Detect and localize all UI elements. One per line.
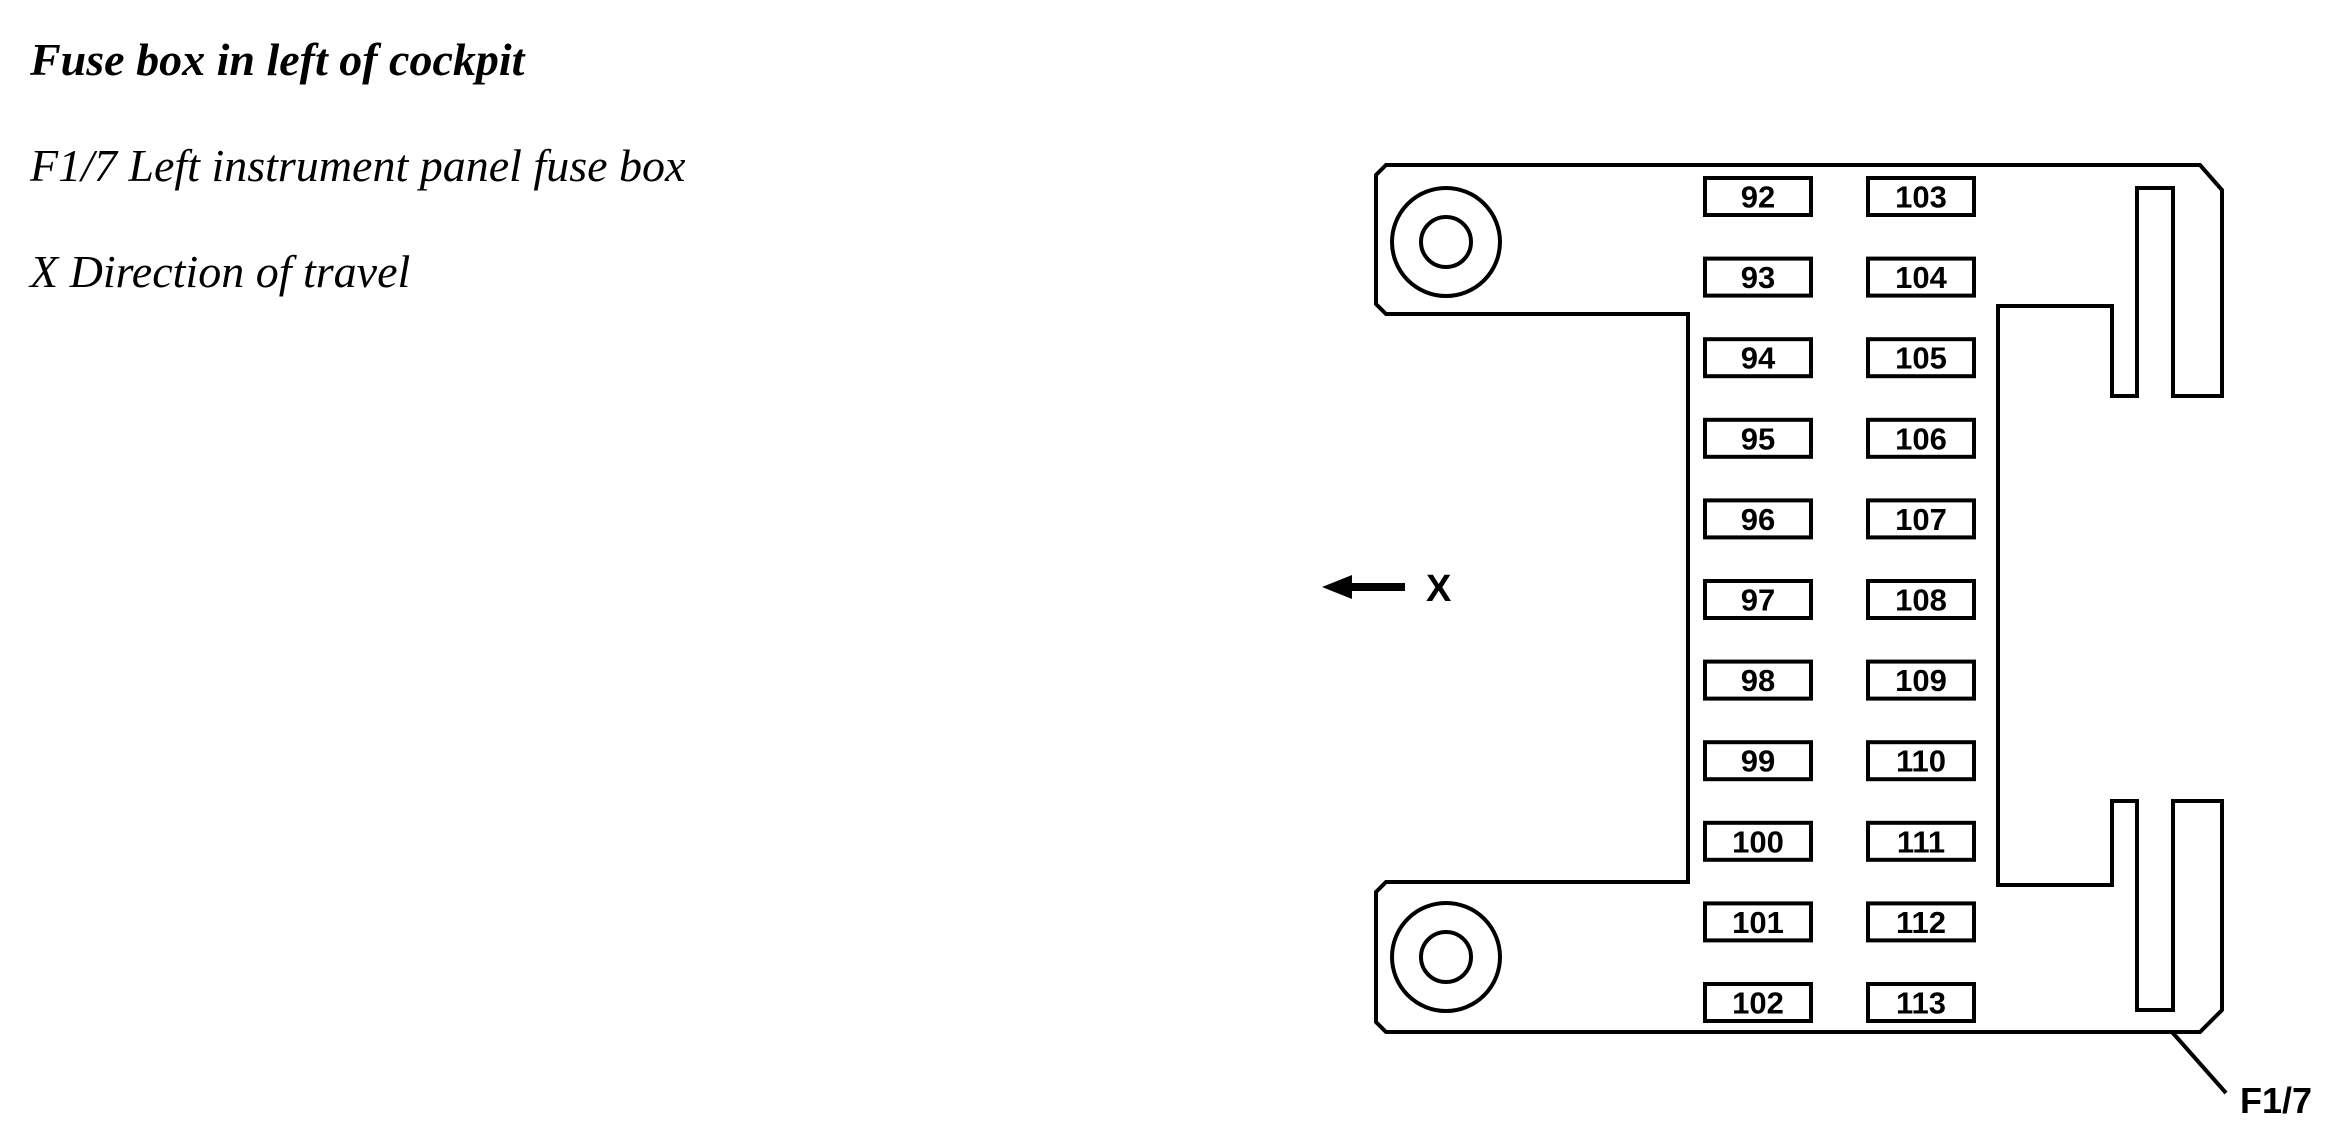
fuse-slot-102: 102 xyxy=(1703,982,1813,1023)
fuse-slot-108: 108 xyxy=(1866,579,1976,620)
fuse-number: 100 xyxy=(1732,824,1784,859)
fuse-slot-box xyxy=(1703,337,1813,379)
fuse-slot-box xyxy=(1866,659,1976,701)
fuse-slot-box xyxy=(1866,256,1976,298)
fuse-slot-box xyxy=(1703,498,1813,540)
fuse-slot-box xyxy=(1866,579,1976,620)
fuse-number: 112 xyxy=(1896,905,1946,940)
fuse-number: 109 xyxy=(1895,663,1947,698)
mounting-hole-bottom xyxy=(1390,901,1502,1013)
fuse-slot-box xyxy=(1703,176,1813,217)
fuse-slot-109: 109 xyxy=(1866,659,1976,701)
fuse-slot-box xyxy=(1703,901,1813,943)
fuse-slot-104: 104 xyxy=(1866,256,1976,298)
fuse-number: 97 xyxy=(1741,583,1775,618)
fuse-number: 98 xyxy=(1741,663,1775,698)
fuse-number: 108 xyxy=(1895,583,1947,618)
fuse-box-outline xyxy=(1374,163,2224,1034)
fuse-slot-106: 106 xyxy=(1866,417,1976,459)
fuse-slot-99: 99 xyxy=(1703,740,1813,782)
fuse-number: 110 xyxy=(1896,744,1946,779)
page-title: Fuse box in left of cockpit xyxy=(30,34,525,85)
fuse-slot-box xyxy=(1866,176,1976,217)
fuse-slot-box xyxy=(1866,740,1976,782)
fuse-number: 105 xyxy=(1895,341,1947,376)
fuse-slot-box xyxy=(1703,740,1813,782)
fuse-number: 94 xyxy=(1741,341,1776,376)
fuse-number: 103 xyxy=(1895,180,1947,215)
fuse-slot-box xyxy=(1703,982,1813,1023)
component-label: F1/7 xyxy=(2240,1080,2312,1121)
fuse-slot-107: 107 xyxy=(1866,498,1976,540)
direction-arrow-icon xyxy=(1322,575,1405,599)
fuse-number: 107 xyxy=(1895,502,1947,537)
fuse-slot-94: 94 xyxy=(1703,337,1813,379)
mounting-hole-top xyxy=(1390,186,1502,298)
fuse-slot-97: 97 xyxy=(1703,579,1813,620)
fuse-slot-box xyxy=(1703,579,1813,620)
fuse-slot-93: 93 xyxy=(1703,256,1813,298)
fuse-slot-box xyxy=(1866,417,1976,459)
legend-item-x: X Direction of travel xyxy=(30,246,411,297)
text-block: Fuse box in left of cockpit F1/7 Left in… xyxy=(30,28,1030,346)
fuse-slot-box xyxy=(1703,256,1813,298)
component-leader-line xyxy=(2170,1030,2228,1095)
fuse-slot-103: 103 xyxy=(1866,176,1976,217)
fuse-slot-box xyxy=(1866,982,1976,1023)
fuse-slot-98: 98 xyxy=(1703,659,1813,701)
fuse-number: 101 xyxy=(1732,905,1784,940)
fuse-slot-110: 110 xyxy=(1866,740,1976,782)
fuse-slot-96: 96 xyxy=(1703,498,1813,540)
fuse-number: 102 xyxy=(1732,986,1784,1021)
fuse-slot-box xyxy=(1703,820,1813,862)
fuse-slot-box xyxy=(1866,337,1976,379)
fuse-slot-95: 95 xyxy=(1703,417,1813,459)
fuse-number: 104 xyxy=(1895,260,1947,295)
fuse-slot-111: 111 xyxy=(1866,820,1976,862)
fuse-number: 92 xyxy=(1741,180,1775,215)
fuse-number: 95 xyxy=(1741,421,1775,456)
fuse-slot-92: 92 xyxy=(1703,176,1813,217)
fuse-slot-box xyxy=(1703,417,1813,459)
fuse-number: 99 xyxy=(1741,744,1775,779)
fuse-slot-101: 101 xyxy=(1703,901,1813,943)
fuse-number: 111 xyxy=(1897,824,1945,859)
legend-item-f1-7: F1/7 Left instrument panel fuse box xyxy=(30,140,686,191)
fuse-slot-113: 113 xyxy=(1866,982,1976,1023)
direction-label: X xyxy=(1426,568,1452,610)
fuse-slot-105: 105 xyxy=(1866,337,1976,379)
fuse-slots: 92 93 94 95 96 97 98 99 100 101 102 103 104 105 106 107… xyxy=(1703,176,1976,1023)
fuse-slot-box xyxy=(1703,659,1813,701)
fuse-number: 113 xyxy=(1896,986,1946,1021)
fuse-slot-box xyxy=(1866,820,1976,862)
fuse-number: 106 xyxy=(1895,421,1947,456)
fuse-slot-112: 112 xyxy=(1866,901,1976,943)
fuse-slot-box xyxy=(1866,901,1976,943)
fuse-number: 96 xyxy=(1741,502,1775,537)
fuse-slot-box xyxy=(1866,498,1976,540)
fuse-slot-100: 100 xyxy=(1703,820,1813,862)
fuse-number: 93 xyxy=(1741,260,1775,295)
